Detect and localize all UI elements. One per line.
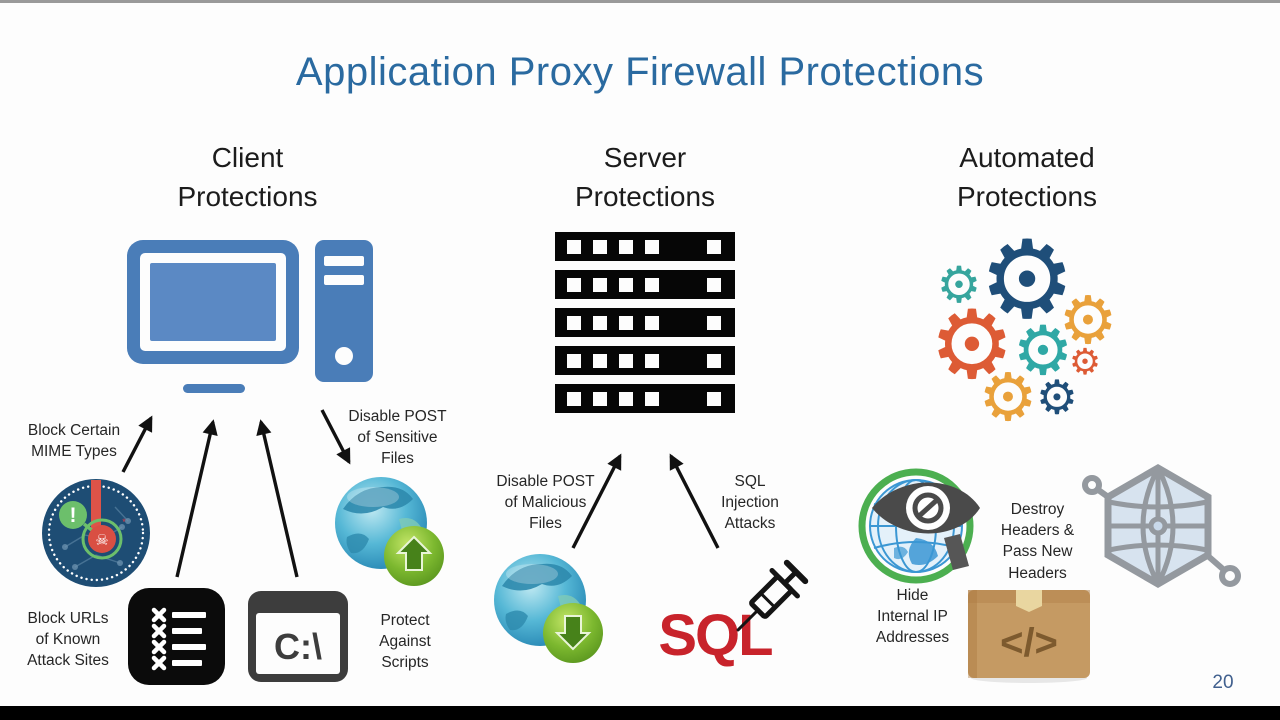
gear-navy-small-icon: ⚙	[1035, 370, 1079, 426]
command-prompt-text: C:\	[274, 626, 322, 667]
column-header-client: Client Protections	[177, 142, 318, 213]
label-sql-injection: SQL Injection Attacks	[721, 473, 779, 533]
network-hexagon-icon	[1080, 460, 1245, 602]
gear-orange-right-icon: ⚙	[1058, 282, 1118, 359]
desktop-computer-icon	[125, 238, 375, 398]
gear-teal-small-icon: ⚙	[936, 256, 982, 314]
exclamation-glyph-icon: !	[70, 504, 77, 527]
column-header-server: Server Protections	[574, 142, 716, 213]
gear-red-large-icon: ⚙	[929, 290, 1015, 401]
hide-eye-globe-icon	[856, 456, 991, 591]
page-number: 20	[1212, 672, 1234, 693]
malware-detection-icon: ☠ ! *	[40, 477, 152, 589]
code-package-icon: </>	[963, 584, 1096, 684]
page-title: Application Proxy Firewall Protections	[295, 50, 985, 94]
label-disable-post-sensitive: Disable POST of Sensitive Files	[348, 408, 447, 468]
globe-upload-icon	[333, 475, 447, 589]
top-border	[0, 0, 1280, 3]
label-hide-internal-ip: Hide Internal IP Addresses	[875, 587, 950, 647]
gear-orange-bottom-icon: ⚙	[978, 359, 1038, 436]
code-symbol-text: </>	[1000, 621, 1058, 665]
bottom-border	[0, 706, 1280, 720]
globe-download-icon	[492, 552, 606, 666]
svg-text:*: *	[122, 517, 126, 527]
gear-teal-center-icon: ⚙	[1012, 312, 1074, 391]
gear-red-small-icon: ⚙	[1068, 342, 1102, 383]
gears-icon: ⚙ ⚙ ⚙ ⚙ ⚙ ⚙ ⚙ ⚙	[920, 227, 1130, 436]
label-block-urls: Block URLs of Known Attack Sites	[27, 610, 109, 670]
arrow-scripts-to-client	[256, 419, 299, 578]
skull-glyph-icon: ☠	[95, 532, 108, 549]
label-protect-scripts: Protect Against Scripts	[379, 612, 431, 672]
label-block-mime-types: Block Certain MIME Types	[27, 422, 121, 461]
syringe-icon	[722, 546, 822, 646]
arrow-blocklist-to-client	[175, 419, 218, 578]
gear-navy-large-icon: ⚙	[978, 218, 1076, 343]
blocklist-icon	[128, 588, 225, 685]
server-rack-icon	[555, 232, 735, 416]
label-disable-post-malicious: Disable POST of Malicious Files	[496, 473, 595, 533]
command-prompt-icon: C:\	[246, 589, 350, 684]
label-destroy-headers: Destroy Headers & Pass New Headers	[1000, 501, 1075, 582]
column-header-automated: Automated Protections	[956, 142, 1098, 213]
